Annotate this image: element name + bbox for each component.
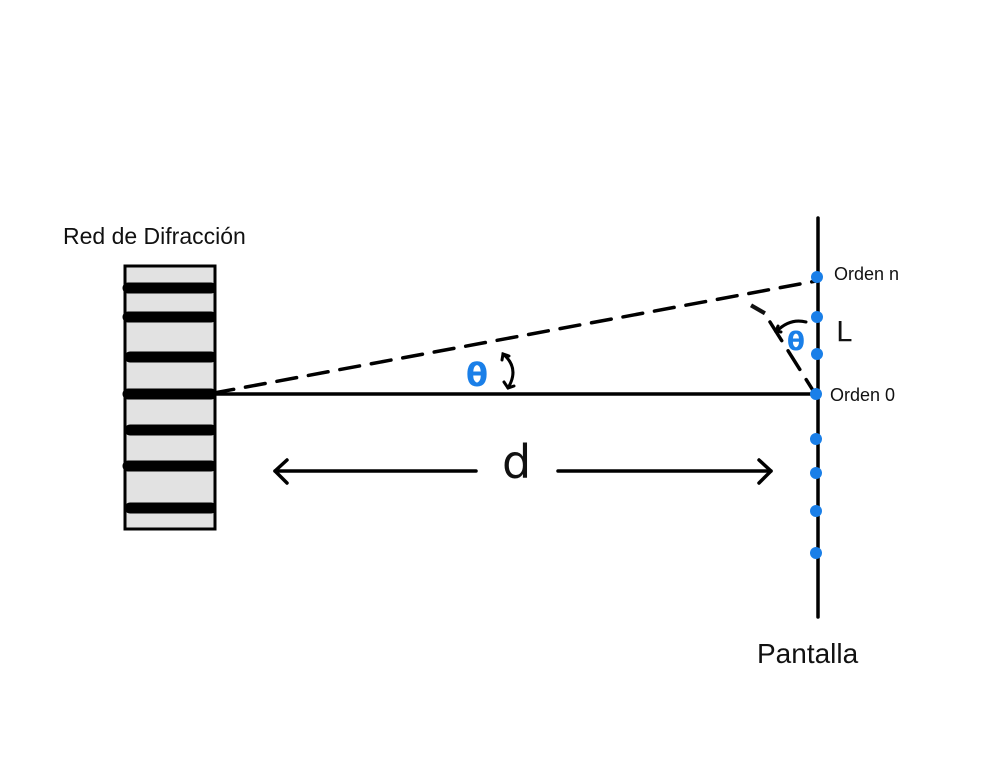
angle-arc-small <box>773 319 808 334</box>
order-dot <box>810 388 822 400</box>
order-dot <box>810 547 822 559</box>
order-dot <box>810 467 822 479</box>
angle-theta-small: θ <box>787 327 805 357</box>
order-dot <box>811 348 823 360</box>
grating-slits <box>122 282 217 514</box>
order-n-label: Orden n <box>834 264 899 284</box>
distance-arrow <box>273 458 773 485</box>
order-dot <box>811 311 823 323</box>
order-dot <box>811 271 823 283</box>
screen-label: Pantalla <box>757 638 859 669</box>
order-0-label: Orden 0 <box>830 385 895 405</box>
diffracted-ray <box>212 279 818 395</box>
grating-label: Red de Difracción <box>63 223 246 249</box>
diffraction-grating <box>122 264 217 531</box>
order-dot <box>810 505 822 517</box>
perpendicular-line <box>768 320 816 394</box>
right-angle-mark: I <box>746 300 772 320</box>
order-dot <box>810 433 822 445</box>
angle-arc <box>500 352 516 390</box>
angle-theta: θ <box>466 356 488 394</box>
spacing-symbol: L <box>836 315 852 348</box>
distance-symbol: d <box>502 435 531 489</box>
diffraction-orders <box>810 271 823 559</box>
